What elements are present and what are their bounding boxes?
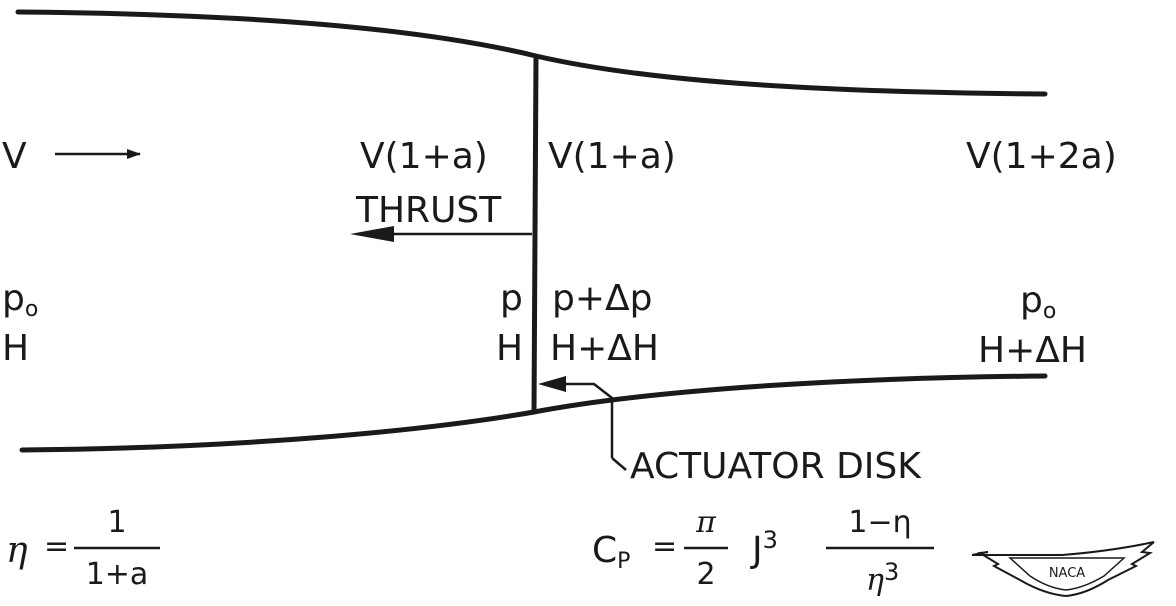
actuator-disk-label: ACTUATOR DISK (630, 446, 922, 487)
power-coefficient-equation: CP = π 2 J3 1−η η3 (592, 505, 934, 598)
thrust-arrow-head (350, 226, 394, 242)
upstream-disk-velocity-label: V(1+a) (360, 136, 488, 177)
eta-symbol: η (6, 530, 28, 571)
naca-logo-text: NACA (1049, 566, 1085, 581)
disk-front-head: H (496, 328, 523, 369)
naca-wing-shape (971, 541, 1155, 598)
wake-pressure: po (1020, 280, 1056, 324)
pi-denominator: 2 (696, 557, 715, 592)
efficiency-equals: = (44, 529, 69, 564)
cp-denominator: η3 (866, 558, 899, 598)
efficiency-equation: η = 1 1+a (6, 505, 160, 592)
upper-streamline (15, 9, 1048, 97)
disk-back-pressure: p+Δp (552, 278, 653, 319)
actuator-disk-leader (548, 382, 614, 458)
downstream-disk-velocity-label: V(1+a) (548, 136, 676, 177)
j-cubed: J3 (750, 526, 778, 571)
efficiency-numerator: 1 (107, 505, 126, 540)
cp-equals: = (652, 529, 677, 564)
efficiency-denominator: 1+a (86, 557, 149, 592)
actuator-disk-leader-tail (611, 457, 627, 471)
actuator-disk-line (531, 55, 539, 413)
disk-back-head: H+ΔH (550, 328, 659, 369)
naca-logo: NACA (971, 541, 1155, 598)
naca-wing-inner (1008, 557, 1126, 591)
wake-head: H+ΔH (978, 330, 1087, 371)
actuator-disk-leader-head (538, 376, 566, 392)
pi-numerator: π (695, 505, 717, 540)
thrust-label: THRUST (355, 190, 502, 231)
inflow-velocity-label: V (2, 136, 27, 177)
cp-numerator: 1−η (848, 505, 911, 540)
disk-front-pressure: p (500, 278, 523, 319)
freestream-head-left: H (2, 328, 29, 369)
cp-symbol: CP (592, 530, 630, 574)
freestream-pressure-left: po (2, 278, 38, 322)
wake-velocity-label: V(1+2a) (966, 136, 1117, 177)
